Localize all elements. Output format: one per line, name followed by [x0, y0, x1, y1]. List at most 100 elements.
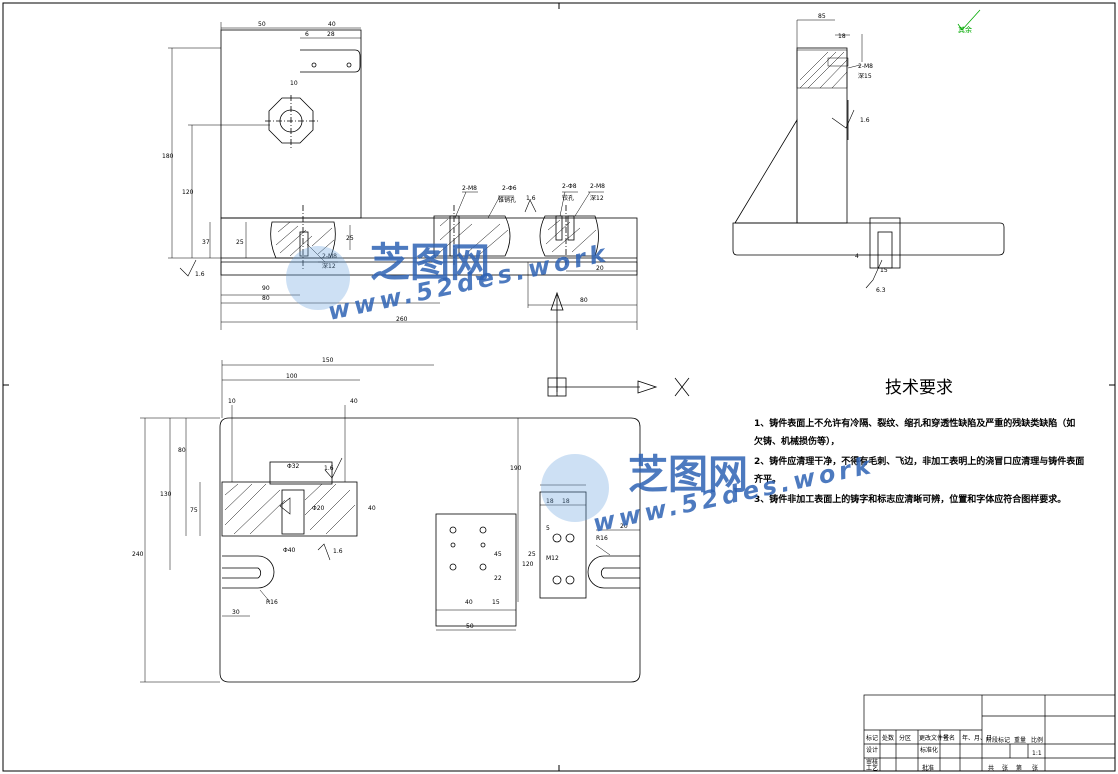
dim-height-b: 120: [182, 189, 194, 196]
dim-top-right-a: 40: [350, 398, 358, 405]
technical-requirements: 技术要求 1、铸件表面上不允许有冷隔、裂纹、缩孔和穿透性缺陷及严重的残缺类缺陷（…: [754, 378, 1084, 505]
dim-top-right-r: R16: [596, 535, 608, 542]
dim-top-b: 40: [328, 21, 336, 28]
dim-top-slot-r: R16: [266, 599, 278, 606]
dim-top-h-total: 240: [132, 551, 144, 558]
tb-sheet-label-2: 张: [1032, 764, 1038, 772]
dim-top-total-w: 150: [322, 357, 334, 364]
dim-len-b: 80: [262, 295, 270, 302]
dim-plate-g: 120: [522, 561, 534, 568]
dim-top-dia-bot: Φ40: [283, 547, 296, 554]
dim-len-c: 80: [580, 297, 588, 304]
tech-req-line-3: 2、铸件应清理干净，不得有毛刺、飞边，非加工表明上的浇冒口应清理与铸件表面: [754, 455, 1084, 467]
dim-boss: 25: [346, 235, 354, 242]
dim-side-bottom-b: 4: [855, 253, 859, 260]
dim-height-d: 25: [236, 239, 244, 246]
watermark-globe-icon: [286, 246, 350, 310]
rough-front-2: 1.6: [526, 195, 536, 202]
title-block-text: 标记 处数 分区 更改文件号 签名 年、月、日 设计 标准化 审核 工艺 批准 …: [866, 734, 1043, 772]
tb-scale-value: 1:1: [1032, 750, 1042, 757]
side-callout-note: 深15: [858, 72, 872, 80]
tb-sheet-n: 第: [1016, 764, 1022, 772]
tb-process: 工艺: [866, 764, 878, 772]
dim-top-d: 28: [327, 31, 335, 38]
tb-review: 审核: [866, 758, 878, 766]
tb-weight: 重量: [1014, 736, 1026, 744]
side-view-dimensions: 85 18 2-M8 深15 1.6 6.3 15 4 其余: [818, 13, 972, 294]
dim-top-inner-w: 100: [286, 373, 298, 380]
watermark-globe-icon-2: [541, 454, 609, 522]
dim-top-left-a: 10: [228, 398, 236, 405]
dim-plate-b: 15: [492, 599, 500, 606]
dim-overall-height: 180: [162, 153, 174, 160]
dim-plate-e: 22: [494, 575, 502, 582]
dim-top-dia-mid: Φ20: [312, 505, 325, 512]
tb-approve: 批准: [922, 764, 934, 772]
tb-standard: 标准化: [920, 746, 938, 754]
side-callout: 2-M8: [858, 63, 873, 70]
dim-side-top-d: 18: [838, 33, 846, 40]
tb-doc: 更改文件号: [919, 734, 949, 742]
tb-scale: 比例: [1031, 736, 1043, 744]
rough-side-1: 1.6: [860, 117, 870, 124]
tb-date: 年、月、日: [962, 734, 992, 742]
top-view-dimensions: 150 100 10 40 240 130 80 75 40 Φ32 Φ20 Φ…: [132, 357, 628, 630]
side-view: [732, 9, 1005, 289]
callout-5-note: 深12: [322, 262, 336, 270]
tech-req-line-1: 1、铸件表面上不允许有冷隔、裂纹、缩孔和穿透性缺陷及严重的残缺类缺陷（如: [754, 417, 1075, 429]
dim-top-h-a: 130: [160, 491, 172, 498]
callout-3-note: 铰孔: [562, 194, 574, 202]
watermark-cn-right: 芝图网: [628, 452, 748, 498]
tb-sign: 签名: [943, 734, 955, 742]
callout-5: 2-M8: [322, 253, 337, 260]
rough-front-1: 1.6: [195, 271, 205, 278]
callout-2-note: 锥销孔: [498, 196, 516, 204]
callout-3: 2-Φ8: [562, 183, 577, 190]
dim-plate-f: 25: [528, 551, 536, 558]
dim-side-top-w: 85: [818, 13, 826, 20]
tech-req-line-4: 齐平。: [754, 473, 781, 485]
dim-top-dia-top: Φ32: [287, 463, 300, 470]
dim-top-h-b: 80: [178, 447, 186, 454]
callout-4: 2-M8: [590, 183, 605, 190]
top-view: [140, 360, 641, 683]
rough-side-2: 6.3: [876, 287, 886, 294]
dim-top-c: 6: [305, 31, 309, 38]
dim-side-bottom-a: 15: [880, 267, 888, 274]
callout-2: 2-Φ6: [502, 185, 517, 192]
callout-1: 2-M8: [462, 185, 477, 192]
tech-req-title: 技术要求: [885, 378, 953, 398]
dim-plate-d: 45: [494, 551, 502, 558]
roughness-label: 其余: [958, 25, 972, 34]
dim-top-a: 50: [258, 21, 266, 28]
callout-4-note: 深12: [590, 194, 604, 202]
coordinate-symbol: [547, 291, 690, 397]
dim-block-c: 5: [546, 525, 550, 532]
tb-mark: 标记: [866, 734, 878, 742]
dim-right-a: 20: [596, 265, 604, 272]
tech-req-line-2: 欠铸、机械损伤等），: [754, 435, 840, 447]
dim-height-c: 37: [202, 239, 210, 246]
front-view-dimensions: 50 40 6 28 10 180 120 37 25 25 260 90 80…: [162, 21, 605, 323]
watermark-left: 芝图网 www.52des.work: [286, 239, 612, 326]
dim-top-slot-w: 30: [232, 609, 240, 616]
dim-overall-length: 260: [396, 316, 408, 323]
dim-top-h-c: 75: [190, 507, 198, 514]
tech-req-line-5: 3、铸件非加工表面上的铸字和标志应清晰可辨，位置和字体应符合图样要求。: [754, 493, 1066, 505]
tb-zone: 分区: [899, 734, 911, 742]
dim-hole-gap: 10: [290, 80, 298, 87]
dim-block-d: M12: [546, 555, 559, 562]
dim-len-a: 90: [262, 285, 270, 292]
dim-plate-c: 50: [466, 623, 474, 630]
dim-top-h-d: 40: [368, 505, 376, 512]
watermark-cn-left: 芝图网: [370, 240, 490, 286]
rough-top-a: 1.6: [324, 465, 334, 472]
tb-stage: 阶段标记: [986, 736, 1010, 744]
rough-top-b: 1.6: [333, 548, 343, 555]
tb-design: 设计: [866, 746, 878, 754]
tb-count: 处数: [882, 734, 894, 742]
dim-block-a: 18: [546, 498, 554, 505]
tb-sheet-label: 张: [1002, 764, 1008, 772]
dim-block-b: 18: [562, 498, 570, 505]
